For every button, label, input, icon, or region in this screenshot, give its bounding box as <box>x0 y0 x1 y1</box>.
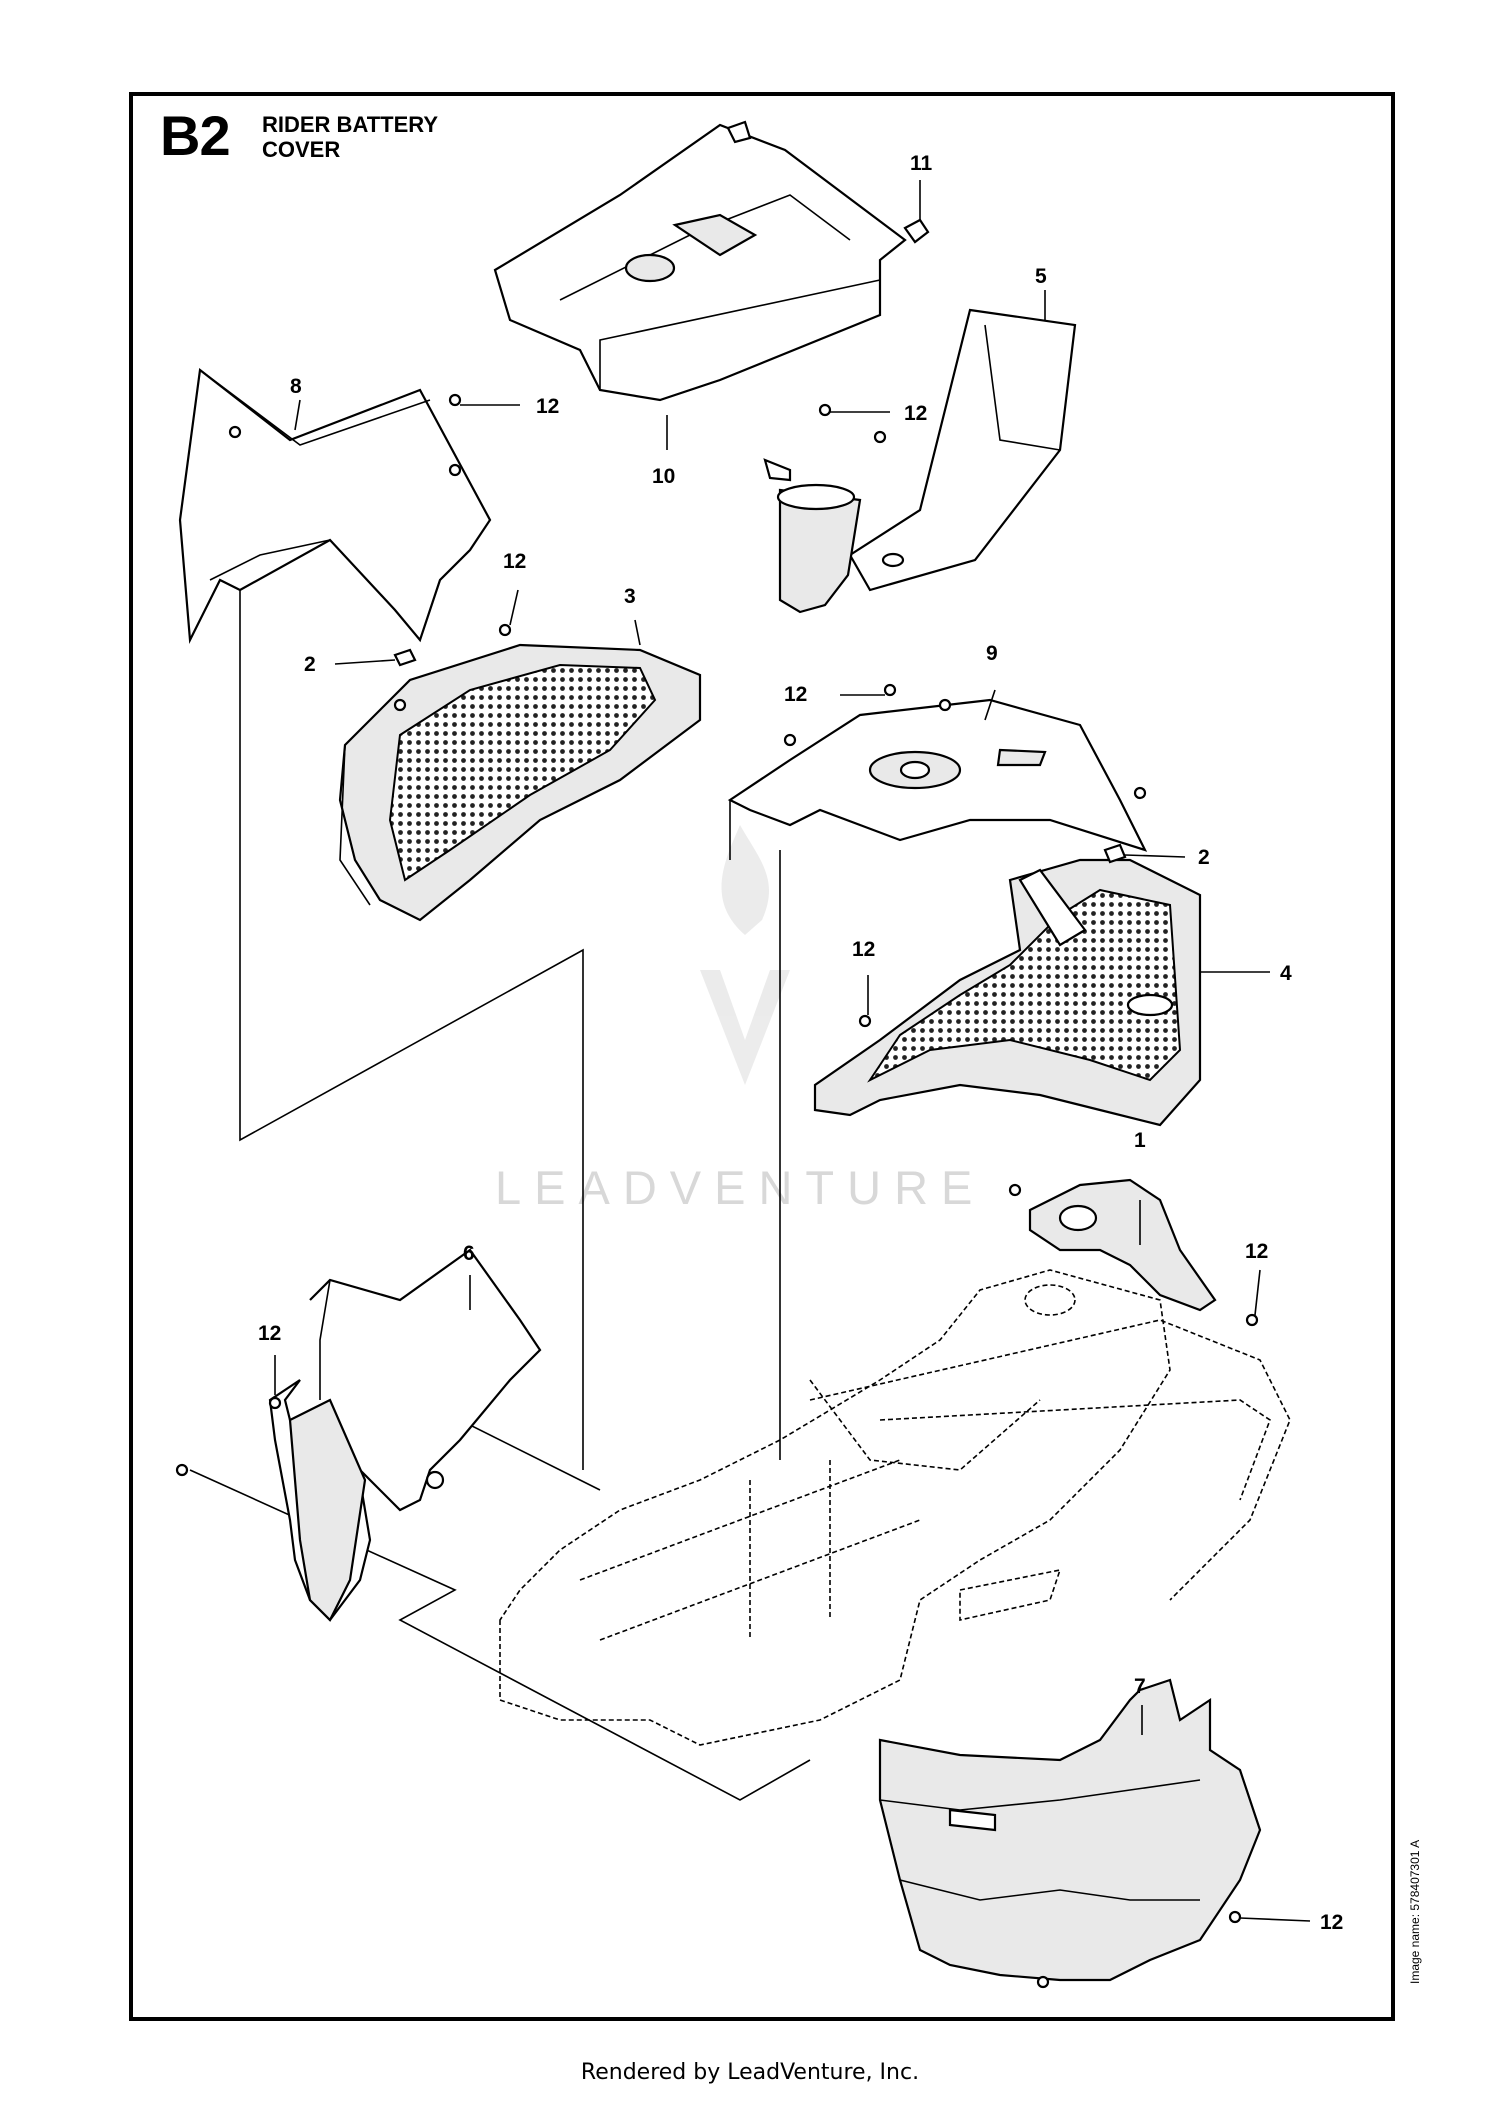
diagram-title-line-2: COVER <box>262 137 341 162</box>
callout-12e: 12 <box>852 938 875 961</box>
part-9-console-cover <box>727 698 1148 860</box>
callout-6: 6 <box>463 1242 475 1265</box>
part-7-rear-shroud <box>878 1678 1262 1982</box>
callout-8: 8 <box>290 375 302 398</box>
callout-1: 1 <box>1134 1129 1146 1152</box>
callout-12a: 12 <box>536 395 559 418</box>
callout-12g: 12 <box>258 1322 281 1345</box>
part-8-side-shroud <box>178 367 492 645</box>
chassis-frame <box>499 1269 1291 1746</box>
part-1-small-panel <box>1028 1178 1217 1312</box>
part-10-top-cover <box>493 123 907 402</box>
callout-12c: 12 <box>503 550 526 573</box>
callout-12f: 12 <box>1245 1240 1268 1263</box>
part-3-floor-pan-left <box>338 643 702 922</box>
callout-7: 7 <box>1134 1675 1146 1698</box>
callouts: 11 5 8 12 10 12 12 3 2 9 12 2 12 4 1 12 … <box>258 152 1343 1934</box>
callout-12h: 12 <box>1320 1911 1343 1934</box>
part-4-floor-pan-right <box>813 858 1202 1127</box>
screws <box>175 393 1259 1989</box>
watermark-logo <box>700 825 790 1085</box>
callout-12b: 12 <box>904 402 927 425</box>
callout-12d: 12 <box>784 683 807 706</box>
callout-10: 10 <box>652 465 675 488</box>
callout-11: 11 <box>910 152 933 175</box>
image-name-label: Image name: 578407301 A <box>1408 1839 1422 1984</box>
diagram-frame <box>129 92 1395 2021</box>
part-6-left-shroud <box>268 1248 542 1622</box>
callout-2b: 2 <box>1198 846 1210 869</box>
callout-2a: 2 <box>304 653 316 676</box>
part-5-bracket <box>763 308 1077 614</box>
diagram-title: RIDER BATTERY COVER <box>262 112 438 162</box>
callout-5: 5 <box>1035 265 1047 288</box>
diagram-code: B2 <box>160 104 231 167</box>
callout-9: 9 <box>986 642 998 665</box>
callout-3: 3 <box>624 585 636 608</box>
callout-4: 4 <box>1280 962 1292 985</box>
footer-text: Rendered by LeadVenture, Inc. <box>580 2060 920 2085</box>
callout-leaders <box>274 180 1311 1922</box>
watermark: LEADVENTURE <box>495 1161 986 1214</box>
diagram-title-line-1: RIDER BATTERY <box>262 112 438 137</box>
part-11-clip <box>726 120 930 244</box>
